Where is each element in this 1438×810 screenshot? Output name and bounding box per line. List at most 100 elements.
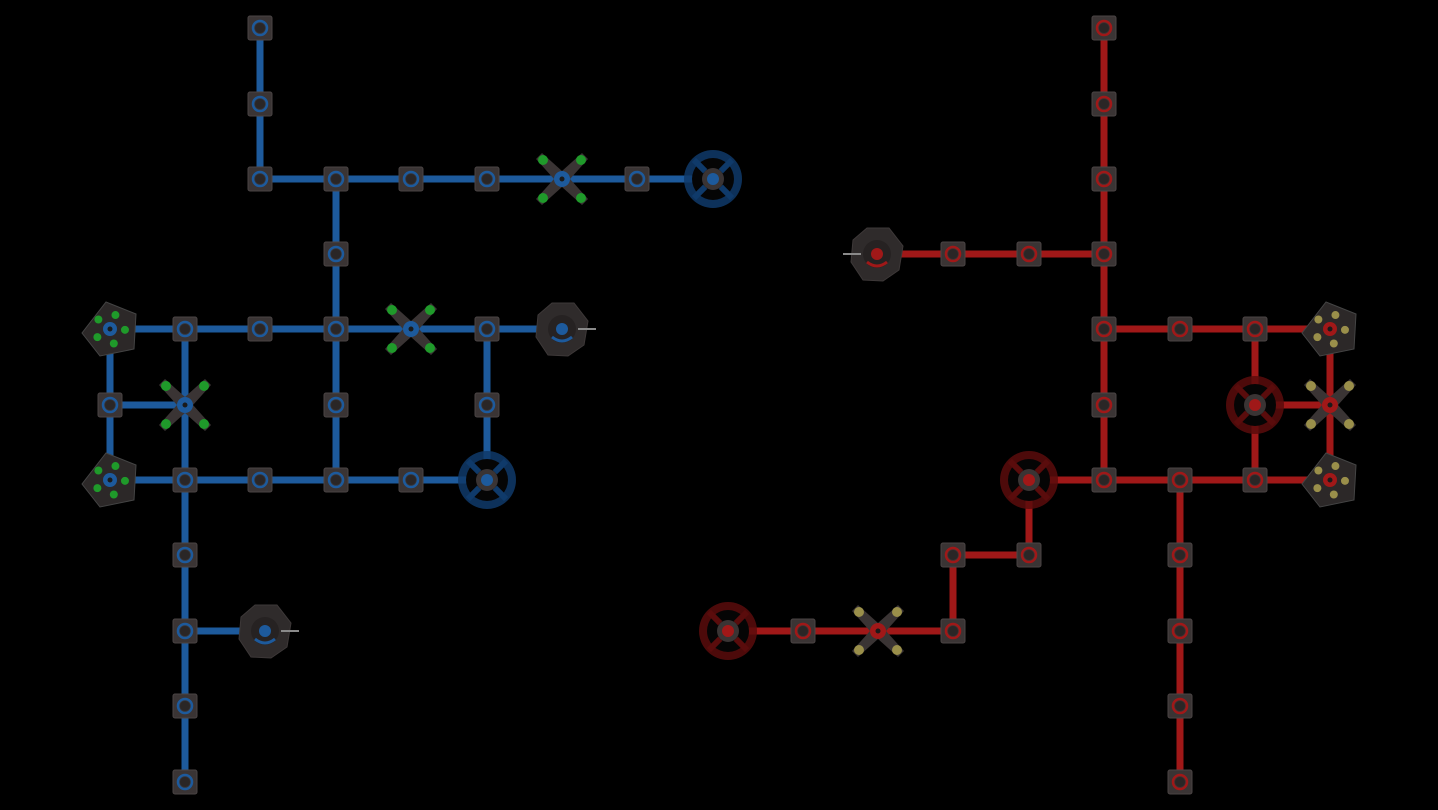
node-ring xyxy=(1095,320,1113,338)
junction-node[interactable] xyxy=(247,316,273,342)
pentagon-base[interactable] xyxy=(81,452,137,508)
junction-node[interactable] xyxy=(172,467,198,493)
junction-node[interactable] xyxy=(624,166,650,192)
junction-node[interactable] xyxy=(940,618,966,644)
junction-node[interactable] xyxy=(172,769,198,795)
hub-port xyxy=(387,343,397,353)
junction-node[interactable] xyxy=(323,467,349,493)
junction-node[interactable] xyxy=(247,91,273,117)
node-center xyxy=(331,249,341,259)
node-center xyxy=(255,99,265,109)
hub-port xyxy=(1306,419,1316,429)
node-ring xyxy=(1171,773,1189,791)
junction-node[interactable] xyxy=(940,542,966,568)
junction-node[interactable] xyxy=(247,15,273,41)
spawner-wheel[interactable] xyxy=(1226,376,1284,434)
pentagon-base[interactable] xyxy=(1301,452,1357,508)
junction-node[interactable] xyxy=(1091,241,1117,267)
spawner-wheel[interactable] xyxy=(684,150,742,208)
node-center xyxy=(1175,701,1185,711)
junction-node[interactable] xyxy=(1167,542,1193,568)
base-center xyxy=(107,326,113,332)
junction-node[interactable] xyxy=(1167,618,1193,644)
pentagon-base[interactable] xyxy=(1301,301,1357,357)
spawner-wheel[interactable] xyxy=(458,451,516,509)
junction-node[interactable] xyxy=(247,166,273,192)
junction-node[interactable] xyxy=(474,392,500,418)
cross-hub[interactable] xyxy=(1304,379,1356,431)
node-center xyxy=(406,174,416,184)
junction-node[interactable] xyxy=(1091,91,1117,117)
junction-node[interactable] xyxy=(1242,467,1268,493)
node-center xyxy=(180,626,190,636)
node-center xyxy=(482,174,492,184)
wheel-spoke xyxy=(492,485,509,502)
junction-node[interactable] xyxy=(790,618,816,644)
junction-node[interactable] xyxy=(1091,467,1117,493)
junction-node[interactable] xyxy=(323,241,349,267)
pentagon-base[interactable] xyxy=(81,301,137,357)
junction-node[interactable] xyxy=(940,241,966,267)
wheel-spoke xyxy=(706,636,723,653)
node-center xyxy=(255,23,265,33)
junction-node[interactable] xyxy=(172,618,198,644)
junction-node[interactable] xyxy=(474,166,500,192)
junction-node[interactable] xyxy=(247,467,273,493)
node-ring xyxy=(1095,170,1113,188)
base-port xyxy=(93,333,102,342)
turret[interactable] xyxy=(238,604,299,659)
node-ring xyxy=(176,697,194,715)
junction-node[interactable] xyxy=(323,166,349,192)
node-ring xyxy=(944,245,962,263)
turret[interactable] xyxy=(535,302,596,357)
junction-node[interactable] xyxy=(398,467,424,493)
junction-node[interactable] xyxy=(474,316,500,342)
junction-node[interactable] xyxy=(1016,542,1042,568)
wheel-spoke xyxy=(1007,485,1024,502)
hub-port xyxy=(387,305,397,315)
node-center xyxy=(255,324,265,334)
node-center xyxy=(1099,475,1109,485)
junction-node[interactable] xyxy=(97,392,123,418)
junction-node[interactable] xyxy=(172,542,198,568)
node-ring xyxy=(176,622,194,640)
node-center xyxy=(1024,550,1034,560)
junction-node[interactable] xyxy=(1091,316,1117,342)
junction-node[interactable] xyxy=(1091,392,1117,418)
turret[interactable] xyxy=(843,227,904,282)
junction-node[interactable] xyxy=(1091,166,1117,192)
hub-port xyxy=(854,607,864,617)
cross-hub[interactable] xyxy=(852,605,904,657)
node-center xyxy=(1250,324,1260,334)
junction-node[interactable] xyxy=(172,693,198,719)
junction-node[interactable] xyxy=(1167,693,1193,719)
turret-accent xyxy=(551,335,573,343)
node-center xyxy=(948,249,958,259)
wheel-spoke xyxy=(706,609,723,626)
junction-node[interactable] xyxy=(1167,467,1193,493)
junction-node[interactable] xyxy=(172,316,198,342)
spawner-wheel[interactable] xyxy=(699,602,757,660)
wheel-spoke xyxy=(1007,458,1024,475)
junction-node[interactable] xyxy=(1167,316,1193,342)
hub-port xyxy=(576,155,586,165)
base-port xyxy=(120,476,129,485)
turret-core xyxy=(871,248,883,260)
junction-node[interactable] xyxy=(398,166,424,192)
hub-port xyxy=(576,193,586,203)
hub-port xyxy=(161,419,171,429)
cross-hub[interactable] xyxy=(385,303,437,355)
junction-node[interactable] xyxy=(1242,316,1268,342)
cross-hub[interactable] xyxy=(159,379,211,431)
junction-node[interactable] xyxy=(1016,241,1042,267)
junction-node[interactable] xyxy=(1167,769,1193,795)
junction-node[interactable] xyxy=(1091,15,1117,41)
junction-node[interactable] xyxy=(323,316,349,342)
wheel-core xyxy=(707,173,719,185)
junction-node[interactable] xyxy=(323,392,349,418)
spawner-wheel[interactable] xyxy=(1000,451,1058,509)
wheel-spoke xyxy=(1260,410,1277,427)
cross-hub[interactable] xyxy=(536,153,588,205)
wheel-spoke xyxy=(691,157,708,174)
